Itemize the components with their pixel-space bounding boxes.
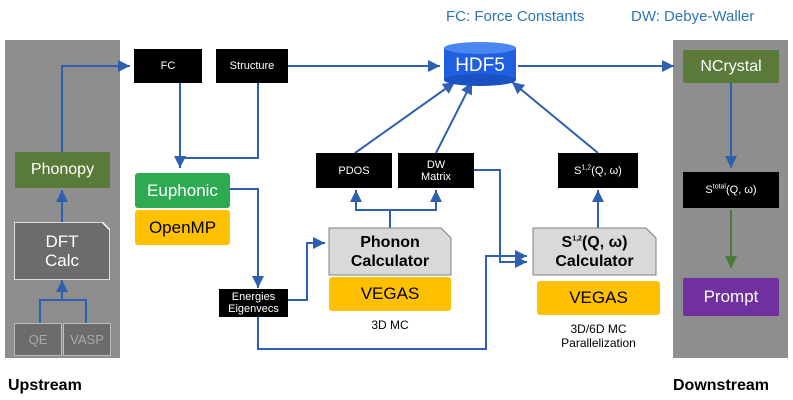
vegas-node-2: VEGAS (537, 281, 660, 315)
arrow-euphonic-to-energies (230, 188, 264, 288)
hdf5-node: HDF5 (444, 50, 516, 82)
scalc-label-line2: Calculator (555, 252, 634, 270)
arrow-energies-to-phonon (288, 237, 325, 301)
hdf5-cylinder-icon (444, 42, 516, 86)
energies-node: Energies Eigenvecs (219, 289, 288, 317)
stotal-label: Stotal(Q, ω) (705, 183, 757, 196)
mc36-label: 3D/6D MC Parallelization (537, 322, 660, 350)
mc36-label-line2: Parallelization (561, 336, 636, 350)
vegas-label-1: VEGAS (360, 284, 420, 303)
phonopy-label: Phonopy (30, 161, 95, 178)
fc-label: FC (160, 60, 176, 72)
energies-label-line2: Eigenvecs (228, 303, 279, 315)
arrow-pdos-to-hdf5 (354, 81, 456, 154)
dw-label-line1: DW (426, 158, 446, 171)
phonon-label-line2: Calculator (350, 252, 430, 270)
qe-label: QE (28, 332, 48, 347)
vasp-label: VASP (70, 332, 104, 347)
arrow-phonopy-to-fc (61, 60, 130, 152)
pdos-node: PDOS (316, 153, 392, 188)
dft-label-line1: DFT (45, 232, 79, 251)
hdf5-label: HDF5 (455, 55, 505, 76)
mc3d-label: 3D MC (371, 318, 409, 332)
s12-node: S1,2(Q, ω) (558, 153, 638, 188)
phonon-calculator-shape (328, 227, 452, 276)
openmp-node: OpenMP (135, 210, 230, 245)
stotal-node: Stotal(Q, ω) (683, 172, 779, 208)
arrow-dw-to-hdf5 (435, 81, 473, 154)
prompt-label: Prompt (703, 287, 759, 306)
dft-label-line2: Calc (44, 251, 79, 270)
s12-label: S1,2(Q, ω) (574, 163, 622, 177)
dw-matrix-node: DW Matrix (398, 153, 474, 188)
mc36-label-line1: 3D/6D MC (570, 322, 627, 336)
scalc-label-line1: S1,2(Q, ω) (561, 233, 628, 251)
euphonic-node: Euphonic (135, 173, 230, 208)
dw-label-line2: Matrix (421, 170, 451, 183)
s-calculator-shape (532, 227, 657, 276)
legend-fc: FC: Force Constants (446, 8, 585, 25)
vegas-node-1: VEGAS (329, 277, 451, 311)
dft-calc-node: DFT Calc (14, 222, 110, 280)
structure-label: Structure (229, 60, 275, 72)
energies-label-line1: Energies (231, 291, 276, 303)
structure-node: Structure (216, 49, 288, 83)
arrow-phonon-to-dw (390, 190, 442, 211)
legend-dw: DW: Debye-Waller (631, 8, 755, 25)
ncrystal-node: NCrystal (683, 50, 779, 83)
arrow-phonon-to-pdos (350, 190, 391, 228)
ncrystal-label: NCrystal (700, 57, 762, 75)
pdos-label: PDOS (338, 164, 370, 177)
s-calculator-node: S1,2(Q, ω) Calculator (533, 228, 656, 275)
arrow-s12-to-hdf5 (511, 81, 599, 154)
arrow-qe-vasp-to-dft (39, 280, 87, 323)
line-structure-to-euphonic (180, 83, 259, 159)
phonon-label-line1: Phonon (360, 233, 420, 251)
downstream-label: Downstream (673, 377, 770, 394)
phonopy-node: Phonopy (15, 152, 110, 188)
qe-node: QE (14, 323, 62, 356)
arrow-dw-to-scalc (474, 169, 527, 268)
vegas-label-2: VEGAS (569, 288, 628, 307)
prompt-node: Prompt (683, 278, 779, 316)
euphonic-label: Euphonic (147, 180, 218, 200)
phonon-calculator-node: Phonon Calculator (329, 228, 451, 275)
upstream-label: Upstream (8, 377, 82, 394)
fc-node: FC (134, 49, 202, 83)
openmp-label: OpenMP (148, 217, 217, 237)
vasp-node: VASP (63, 323, 111, 356)
